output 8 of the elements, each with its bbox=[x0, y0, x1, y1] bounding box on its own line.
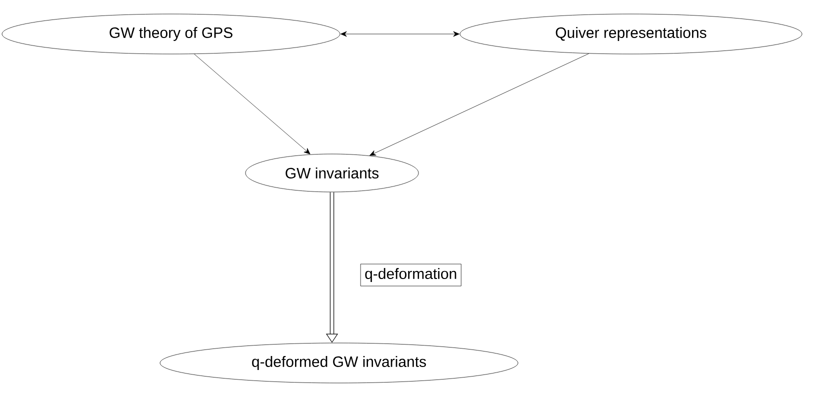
ellipse-node: GW theory of GPS bbox=[2, 14, 340, 54]
ellipse-node: Quiver representations bbox=[460, 14, 802, 54]
arrow bbox=[370, 53, 590, 156]
arrow bbox=[194, 54, 310, 154]
ellipse-node: q-deformed GW invariants bbox=[160, 342, 518, 384]
edge-label: q-deformation bbox=[360, 264, 462, 286]
ellipse-node: GW invariants bbox=[245, 154, 419, 192]
arrow bbox=[340, 31, 460, 37]
